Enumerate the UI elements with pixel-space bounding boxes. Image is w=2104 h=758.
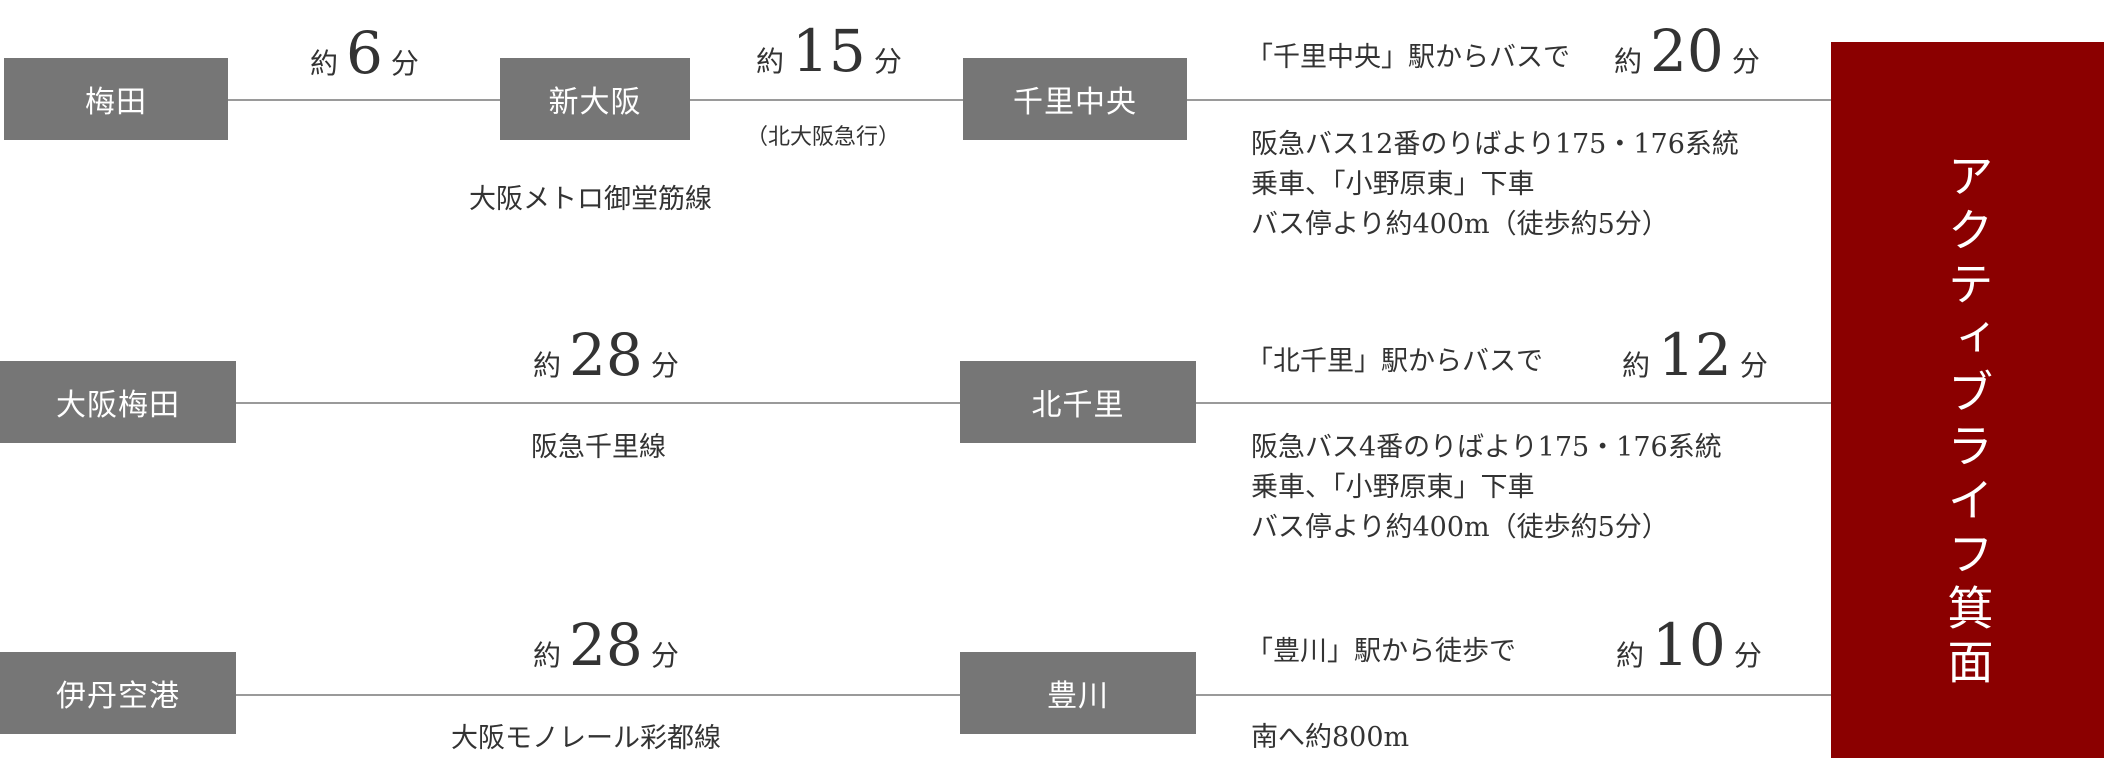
route-3-bus-desc: 南へ約800m [1251,722,1410,753]
route-1-line-label: 大阪メトロ御堂筋線 [469,184,712,215]
destination-panel: アクティブライフ箕面 [1831,42,2104,758]
station-senri-chuo: 千里中央 [963,58,1187,140]
route-2-bus-header: 「北千里」駅からバスで [1246,346,1543,377]
station-umeda: 梅田 [4,58,228,140]
route-3-line-label: 大阪モノレール彩都線 [451,723,721,754]
route-1-bus-desc: 阪急バス12番のりばより175・176系統 乗車、「小野原東」下車 バス停より約… [1251,129,1739,240]
destination-label: アクティブライフ箕面 [1940,152,1995,692]
station-toyokawa: 豊川 [960,652,1196,734]
station-itami-airport: 伊丹空港 [0,652,236,734]
route-1-seg2-note: （北大阪急行） [746,125,901,150]
route-1-bus-header: 「千里中央」駅からバスで [1246,42,1570,73]
route-2-bus-desc: 阪急バス4番のりばより175・176系統 乗車、「小野原東」下車 バス停より約4… [1251,432,1722,543]
route-3-bus-header: 「豊川」駅から徒歩で [1246,636,1516,667]
station-kita-senri: 北千里 [960,361,1196,443]
station-osaka-umeda: 大阪梅田 [0,361,236,443]
route-2-line-label: 阪急千里線 [531,432,666,463]
station-shin-osaka: 新大阪 [500,58,690,140]
